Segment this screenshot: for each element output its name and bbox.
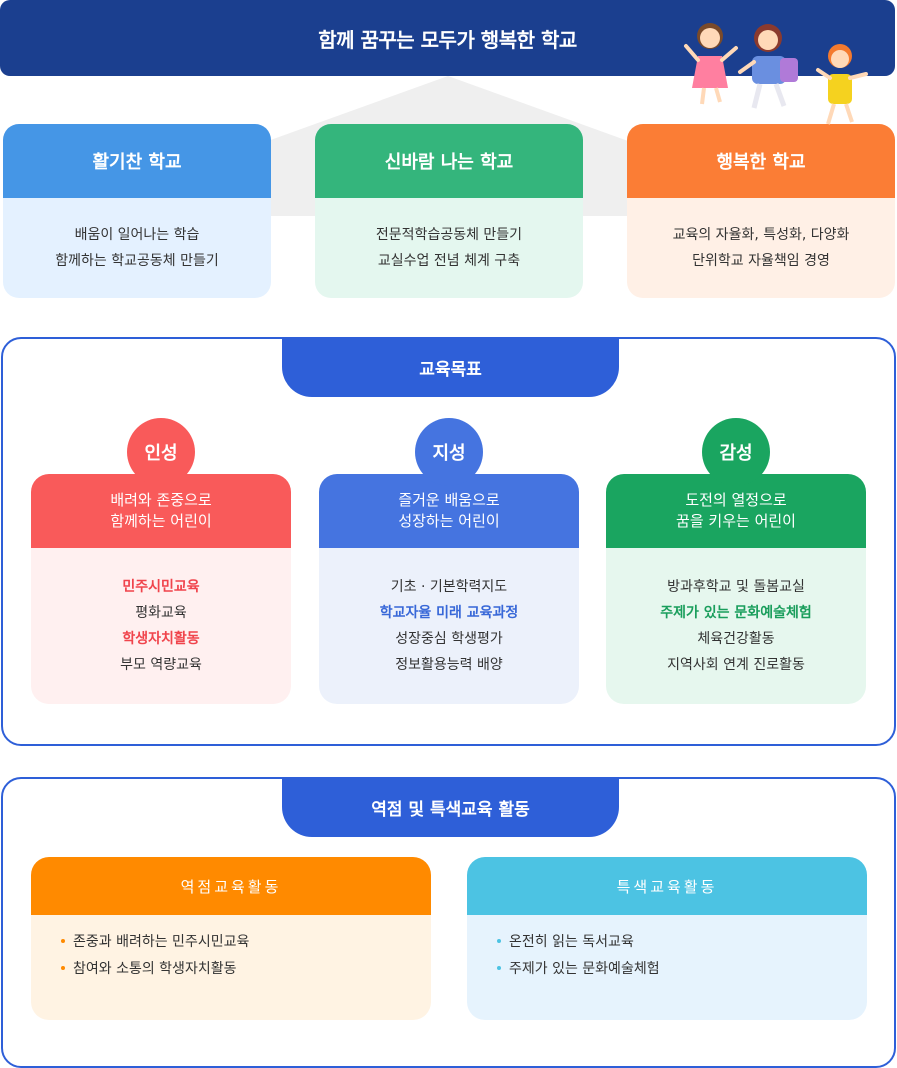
goal-item-highlight: 민주시민교육 [122,579,200,595]
vision-card-title: 활기찬 학교 [3,124,271,198]
goal-item: 체육건강활동 [697,631,775,647]
goal-item: 평화교육 [135,605,187,621]
activity-item-text: 온전히 읽는 독서교육 [509,934,634,950]
activity-item-text: 존중과 배려하는 민주시민교육 [73,934,250,950]
vision-card-body: 전문적학습공동체 만들기 교실수업 전념 체계 구축 [315,198,583,298]
vision-card-line: 배움이 일어나는 학습 [74,227,200,243]
goal-item: 부모 역량교육 [120,657,202,673]
goal-badge-intellect: 지성 [415,418,483,486]
activity-card-body: 존중과 배려하는 민주시민교육 참여와 소통의 학생자치활동 [31,915,431,1020]
goal-card-head-line: 배려와 존중으로 [110,491,212,509]
vision-card-line: 교실수업 전념 체계 구축 [377,253,521,269]
education-goals-title: 교육목표 [282,337,619,397]
vision-card-title: 행복한 학교 [627,124,895,198]
vision-card-line: 교육의 자율화, 특성화, 다양화 [672,227,850,243]
bullet-icon [497,965,501,970]
activities-title: 역점 및 특색교육 활동 [282,777,619,837]
goal-card-head-line: 성장하는 어린이 [398,512,500,530]
vision-card-exciting: 신바람 나는 학교 전문적학습공동체 만들기 교실수업 전념 체계 구축 [315,124,583,298]
bullet-icon [61,938,65,943]
goal-item: 기초 · 기본학력지도 [390,579,508,595]
goal-item: 성장중심 학생평가 [395,631,503,647]
activity-item: 온전히 읽는 독서교육 [497,929,867,956]
vision-card-title: 신바람 나는 학교 [315,124,583,198]
goal-card-body: 기초 · 기본학력지도 학교자율 미래 교육과정 성장중심 학생평가 정보활용능… [319,548,579,704]
vision-card-body: 배움이 일어나는 학습 함께하는 학교공동체 만들기 [3,198,271,298]
goal-badge-character: 인성 [127,418,195,486]
goal-card-character: 배려와 존중으로 함께하는 어린이 민주시민교육 평화교육 학생자치활동 부모 … [31,474,291,704]
activity-item: 주제가 있는 문화예술체험 [497,956,867,983]
goal-item: 지역사회 연계 진로활동 [667,657,805,673]
activity-item: 존중과 배려하는 민주시민교육 [61,929,431,956]
goal-item-highlight: 학교자율 미래 교육과정 [379,605,519,621]
goal-item: 정보활용능력 배양 [395,657,503,673]
activity-card-focus: 역점교육활동 존중과 배려하는 민주시민교육 참여와 소통의 학생자치활동 [31,857,431,1020]
vision-card-happy: 행복한 학교 교육의 자율화, 특성화, 다양화 단위학교 자율책임 경영 [627,124,895,298]
goal-card-head-line: 꿈을 키우는 어린이 [676,512,796,530]
vision-card-lively: 활기찬 학교 배움이 일어나는 학습 함께하는 학교공동체 만들기 [3,124,271,298]
activity-item-text: 주제가 있는 문화예술체험 [509,961,660,977]
goal-item-highlight: 주제가 있는 문화예술체험 [660,605,812,621]
goal-card-head-line: 즐거운 배움으로 [398,491,500,509]
vision-card-body: 교육의 자율화, 특성화, 다양화 단위학교 자율책임 경영 [627,198,895,298]
goal-card-head-line: 함께하는 어린이 [110,512,212,530]
vision-banner: 함께 꿈꾸는 모두가 행복한 학교 [0,0,895,76]
goal-card-head-line: 도전의 열정으로 [685,491,787,509]
goal-item-highlight: 학생자치활동 [122,631,200,647]
vision-title: 함께 꿈꾸는 모두가 행복한 학교 [318,27,577,52]
goal-badge-emotion: 감성 [702,418,770,486]
goal-card-intellect: 즐거운 배움으로 성장하는 어린이 기초 · 기본학력지도 학교자율 미래 교육… [319,474,579,704]
goal-card-emotion: 도전의 열정으로 꿈을 키우는 어린이 방과후학교 및 돌봄교실 주제가 있는 … [606,474,866,704]
activity-card-title: 특색교육활동 [467,857,867,915]
goal-card-head: 배려와 존중으로 함께하는 어린이 [31,474,291,548]
goal-card-head: 즐거운 배움으로 성장하는 어린이 [319,474,579,548]
bullet-icon [61,965,65,970]
vision-card-line: 전문적학습공동체 만들기 [375,227,523,243]
goal-item: 방과후학교 및 돌봄교실 [667,579,805,595]
activity-card-title: 역점교육활동 [31,857,431,915]
bullet-icon [497,938,501,943]
activity-card-special: 특색교육활동 온전히 읽는 독서교육 주제가 있는 문화예술체험 [467,857,867,1020]
activity-item-text: 참여와 소통의 학생자치활동 [73,961,237,977]
goal-card-head: 도전의 열정으로 꿈을 키우는 어린이 [606,474,866,548]
activities-section: 역점 및 특색교육 활동 역점교육활동 존중과 배려하는 민주시민교육 참여와 … [1,777,896,1068]
goal-card-body: 민주시민교육 평화교육 학생자치활동 부모 역량교육 [31,548,291,704]
goal-card-body: 방과후학교 및 돌봄교실 주제가 있는 문화예술체험 체육건강활동 지역사회 연… [606,548,866,704]
education-goals-section: 교육목표 인성 지성 감성 배려와 존중으로 함께하는 어린이 민주시민교육 평… [1,337,896,746]
activity-item: 참여와 소통의 학생자치활동 [61,956,431,983]
activity-card-body: 온전히 읽는 독서교육 주제가 있는 문화예술체험 [467,915,867,1020]
vision-card-line: 단위학교 자율책임 경영 [692,253,830,269]
children-illustration [684,23,868,125]
vision-card-line: 함께하는 학교공동체 만들기 [55,253,219,269]
